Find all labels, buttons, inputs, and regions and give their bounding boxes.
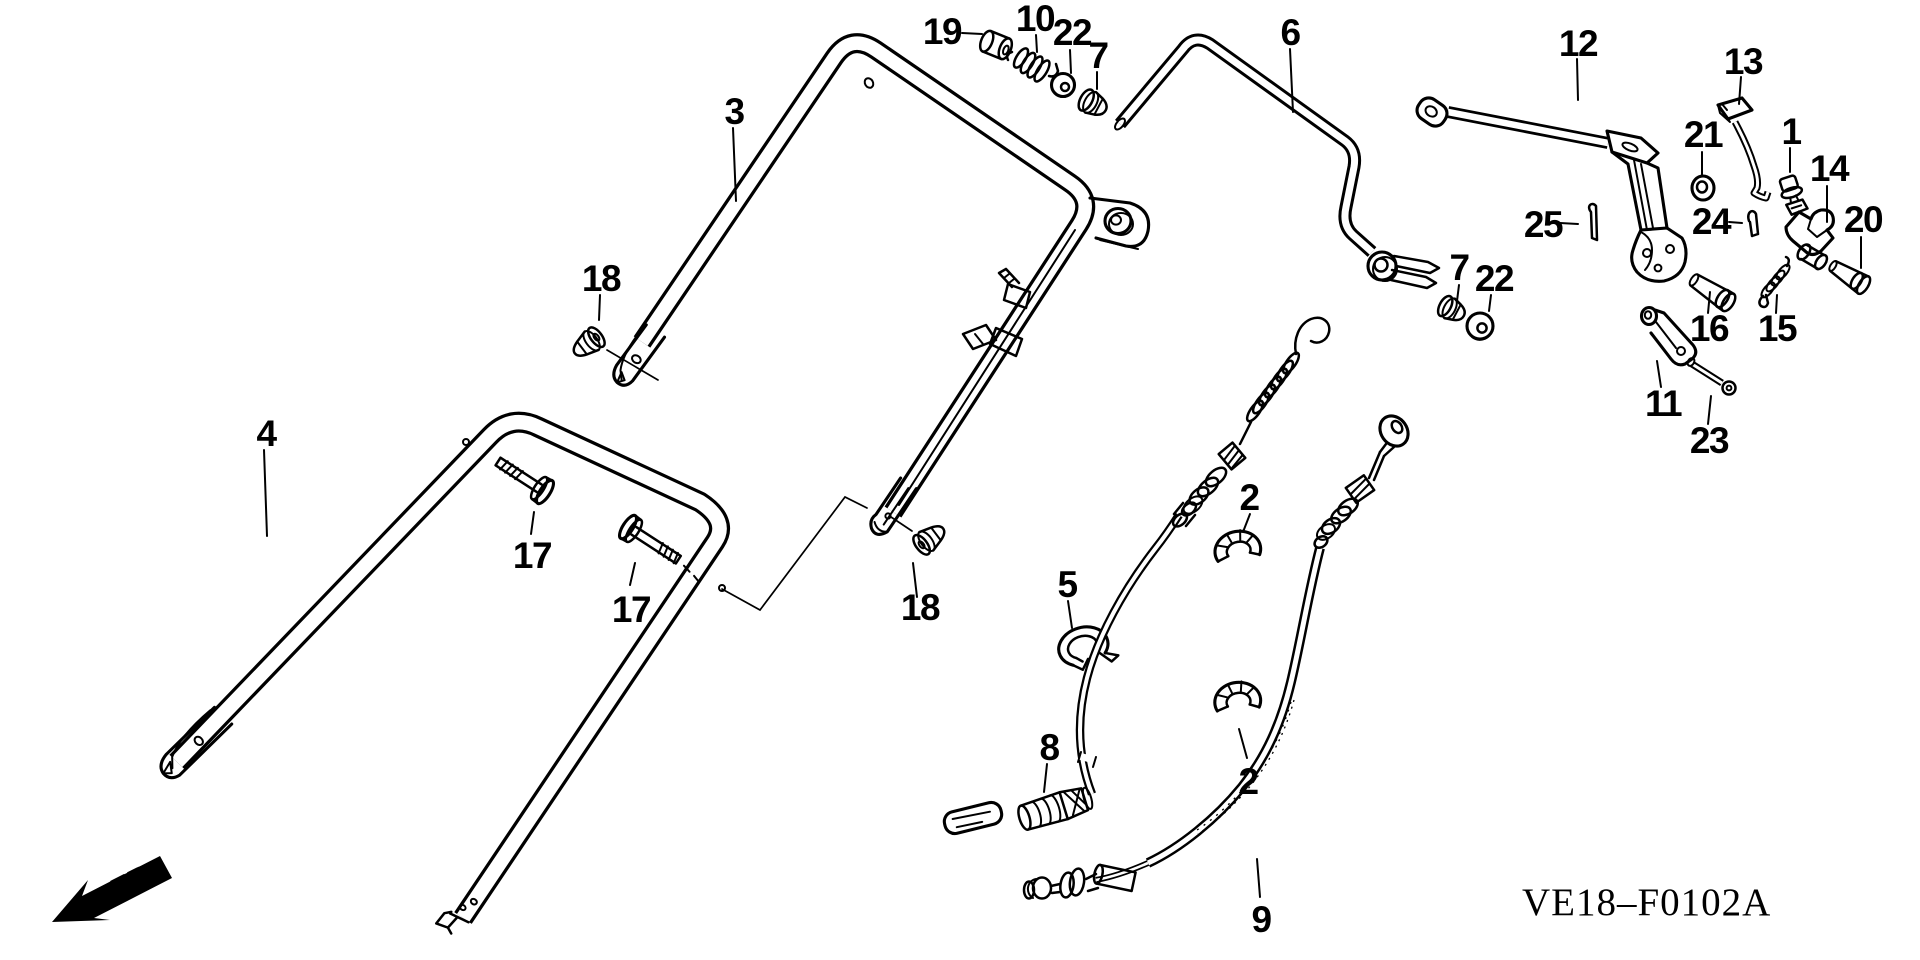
link-rod-23 (1686, 357, 1737, 396)
callout-19: 19 (923, 11, 962, 52)
cable-9-eyelet (1367, 414, 1410, 482)
leader-lines (263, 32, 1862, 898)
grommet-22a (1049, 71, 1077, 99)
callout-7a: 7 (1088, 35, 1107, 76)
bolt-16 (1688, 273, 1737, 313)
callout-2a: 2 (1239, 477, 1259, 518)
upper-handle-mount-plate (1088, 196, 1151, 250)
brace-bar-bracket (1605, 129, 1688, 283)
spring-10 (1005, 47, 1060, 83)
callout-23: 23 (1690, 420, 1729, 461)
brace-bar (1415, 96, 1688, 283)
callout-16: 16 (1690, 308, 1729, 349)
drawing-code: VE18–F0102A (1522, 881, 1771, 924)
cable-8-paddle (942, 800, 1004, 836)
brace-bar-tab (1415, 96, 1449, 128)
cable-clip-2a (1213, 529, 1263, 563)
callout-22b: 22 (1475, 258, 1514, 299)
cable-9 (1022, 414, 1410, 900)
upper-handle-hole (863, 77, 875, 89)
lower-handle-pipe (159, 422, 726, 935)
callout-15: 15 (1758, 308, 1797, 349)
callout-12: 12 (1559, 23, 1598, 64)
choke-rod (1716, 96, 1768, 198)
bushing-19 (978, 29, 1014, 61)
cable-8 (942, 316, 1331, 836)
assembly-reference-line (606, 349, 659, 381)
guide-pipe (1113, 40, 1441, 290)
spring-15 (1758, 255, 1791, 309)
cable-8-spring (1245, 316, 1331, 423)
callout-6: 6 (1280, 12, 1300, 53)
bracket-14 (1784, 208, 1835, 271)
front-arrow-icon (52, 856, 172, 922)
pin-25 (1587, 202, 1599, 242)
callout-10: 10 (1016, 0, 1055, 39)
cap-nut-7b (1436, 294, 1466, 322)
bracket-14-roll (1796, 243, 1829, 271)
callout-13: 13 (1724, 41, 1763, 82)
callout-18a: 18 (582, 258, 621, 299)
bolt-20 (1828, 260, 1872, 296)
callout-20: 20 (1844, 199, 1883, 240)
pin-24 (1747, 209, 1760, 238)
callout-labels: 3 4 6 12 13 19 10 22 7 21 1 14 20 24 25 … (256, 0, 1884, 940)
cap-nut-7a (1077, 88, 1108, 117)
callout-22a: 22 (1053, 12, 1092, 53)
cap-nut-18a (572, 326, 606, 357)
callout-14: 14 (1810, 148, 1850, 189)
bolt-17b (617, 513, 699, 582)
callout-7b: 7 (1449, 247, 1468, 288)
callout-1: 1 (1781, 111, 1801, 152)
cable-8-adjusters (1171, 420, 1253, 528)
upper-handle-clamp-bracket (961, 323, 1024, 358)
callout-3: 3 (724, 91, 744, 132)
callout-17a: 17 (513, 535, 551, 576)
upper-handle-stud-bracket (997, 267, 1032, 310)
cable-9-end (1022, 863, 1137, 900)
bolt-assembly-1 (1778, 174, 1809, 216)
bolt-17a (494, 456, 556, 506)
assembly-reference-line (721, 495, 868, 612)
callout-9: 9 (1251, 899, 1271, 940)
callout-25: 25 (1524, 204, 1563, 245)
lower-handle-hole (462, 438, 470, 446)
assembly-reference-line (890, 516, 913, 532)
upper-handle-shading-line (898, 229, 1076, 506)
cable-8-barrel (1017, 786, 1094, 831)
cable-clip-2b (1213, 680, 1263, 713)
upper-handle-pipe (612, 43, 1151, 536)
pipe-open-end (1114, 117, 1126, 131)
callout-8: 8 (1039, 727, 1059, 768)
callout-11: 11 (1645, 383, 1682, 424)
callout-4: 4 (256, 413, 277, 454)
lower-handle-end-plate (159, 705, 234, 780)
upper-handle-end-plate (612, 323, 667, 387)
upper-handle-channel-hole (884, 512, 892, 520)
callout-18b: 18 (901, 587, 940, 628)
wire-clamp-5 (1057, 625, 1120, 671)
grommet-22b (1465, 311, 1495, 341)
callout-21: 21 (1684, 114, 1723, 155)
cable-9-adjuster (1344, 474, 1376, 504)
callout-24: 24 (1692, 201, 1732, 242)
cap-nut-18b (912, 525, 946, 556)
pipe-end-fork (1389, 254, 1441, 290)
callout-2b: 2 (1238, 761, 1258, 802)
callout-17b: 17 (612, 589, 650, 630)
callout-5: 5 (1057, 564, 1077, 605)
lower-handle-end-clevis (435, 897, 478, 935)
lower-handle-hole (718, 584, 726, 592)
